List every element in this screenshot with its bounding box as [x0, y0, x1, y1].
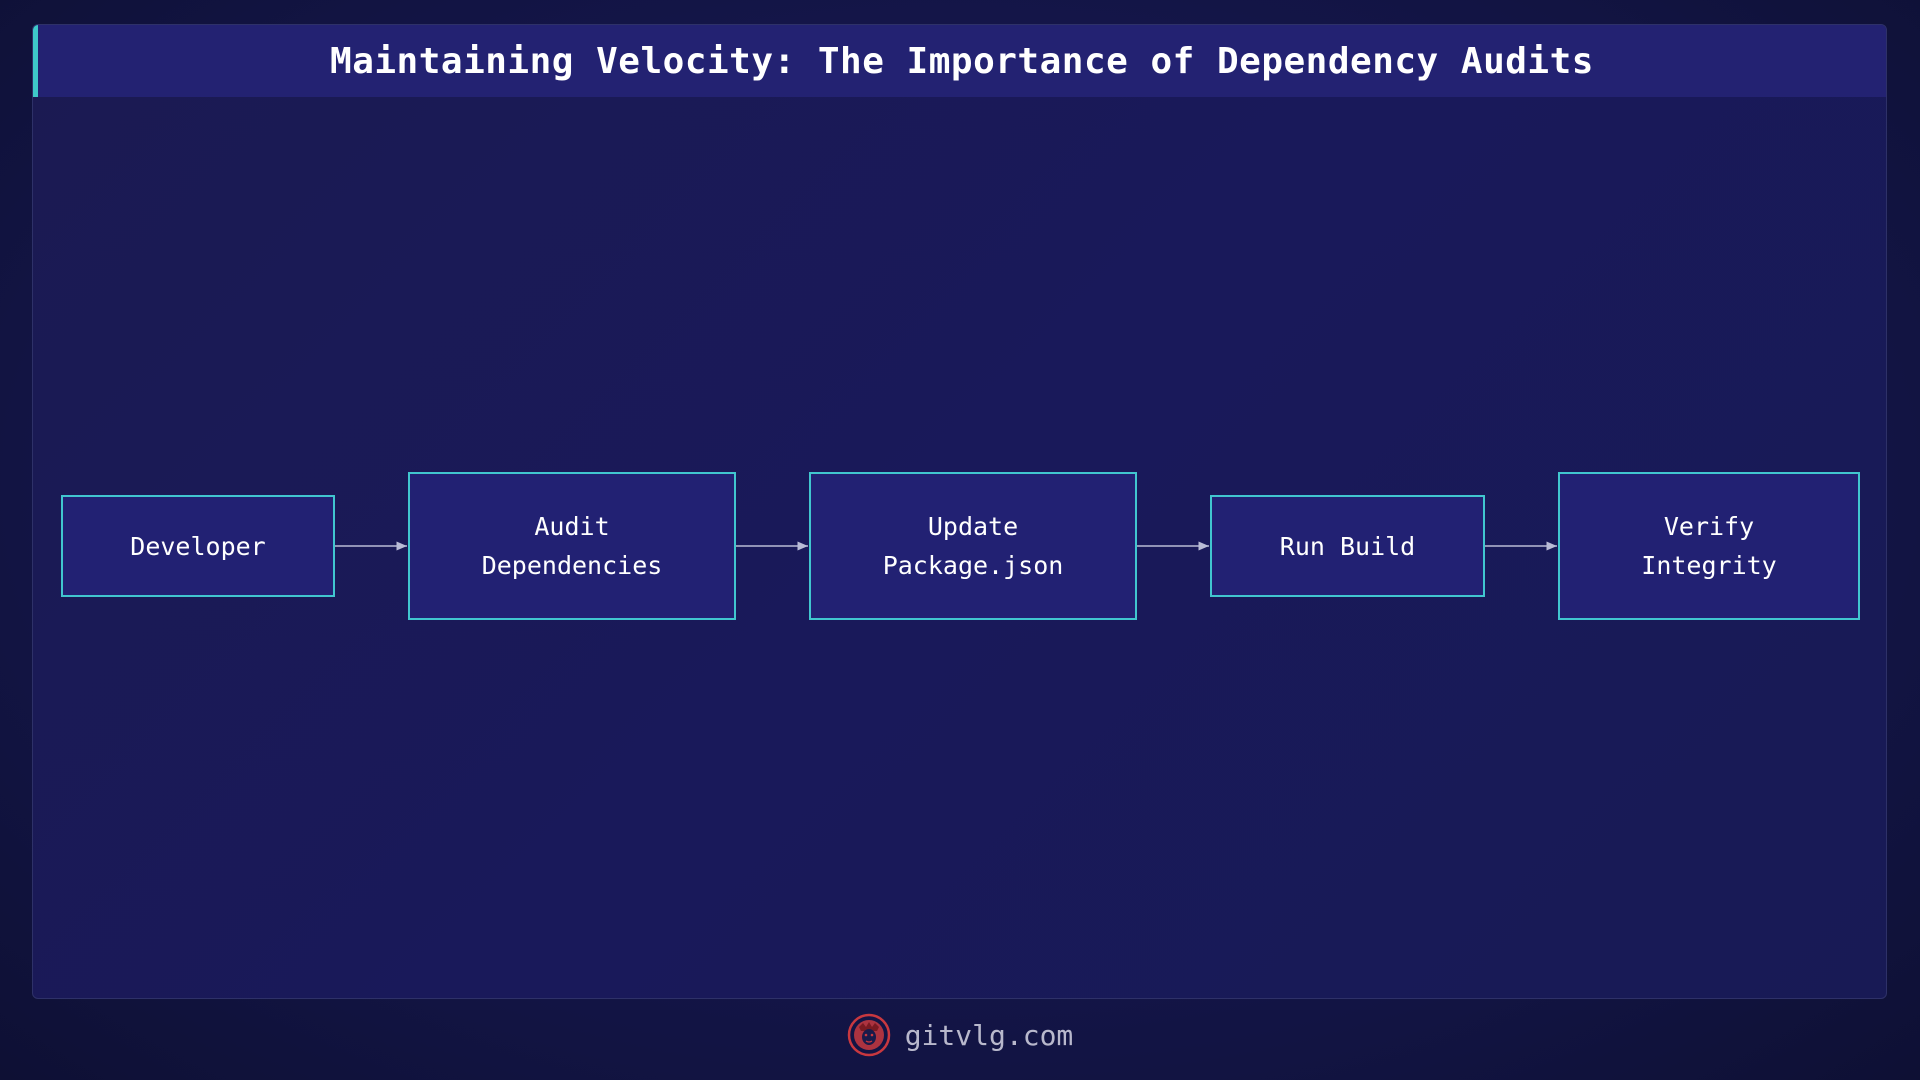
node-developer[interactable]: Developer — [61, 495, 335, 597]
footer: gitvlg.com — [0, 1010, 1920, 1060]
lion-logo-icon — [847, 1013, 890, 1057]
title-bar: Maintaining Velocity: The Importance of … — [33, 25, 1886, 97]
page-title: Maintaining Velocity: The Importance of … — [330, 40, 1594, 82]
node-audit-dependencies[interactable]: Audit Dependencies — [408, 472, 736, 620]
footer-site-link[interactable]: gitvlg.com — [904, 1018, 1074, 1052]
node-update-package-json[interactable]: Update Package.json — [809, 472, 1137, 620]
node-verify-integrity[interactable]: Verify Integrity — [1558, 472, 1860, 620]
node-run-build[interactable]: Run Build — [1210, 495, 1485, 597]
